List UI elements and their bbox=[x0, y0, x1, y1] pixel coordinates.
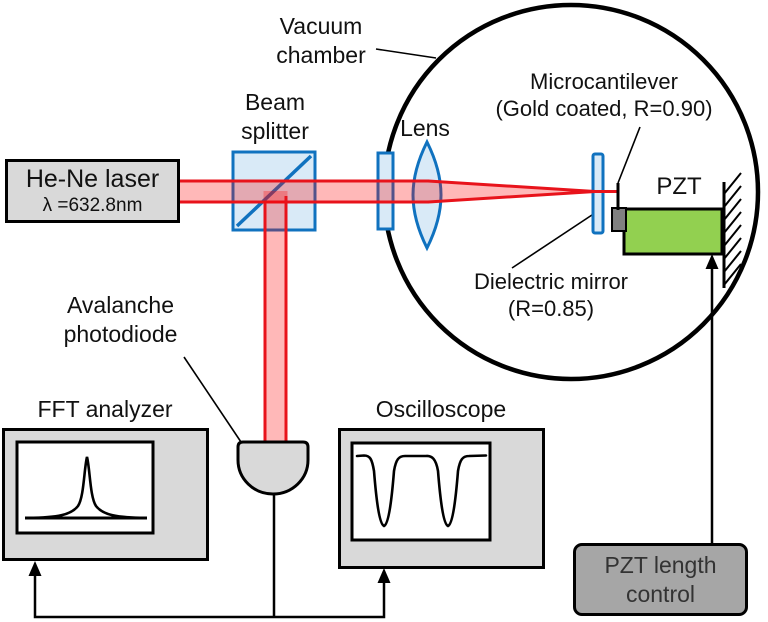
pzt-actuator bbox=[622, 207, 724, 256]
laser-beam-converging bbox=[428, 179, 595, 204]
microcantilever-pointer-line bbox=[617, 126, 641, 184]
beam-splitter-diagonal bbox=[235, 154, 313, 228]
oscilloscope-screen bbox=[350, 441, 492, 542]
pzt-length-control-box: PZT length control bbox=[573, 543, 748, 616]
laser-beam-horizontal bbox=[180, 179, 428, 204]
beam-converge-top bbox=[427, 179, 596, 193]
pzt-length-control-label: PZT length control bbox=[604, 551, 717, 607]
oscilloscope-label: Oscilloscope bbox=[375, 396, 507, 422]
avalanche-photodiode-label: Avalanche photodiode bbox=[63, 292, 178, 347]
vacuum-chamber-label: Vacuum chamber bbox=[276, 13, 366, 68]
fft-analyzer-label: FFT analyzer bbox=[37, 396, 173, 422]
dielectric-mirror-label: Dielectric mirror (R=0.85) bbox=[474, 269, 628, 322]
beam-converge-bottom bbox=[427, 190, 596, 204]
cantilever-holder bbox=[611, 207, 627, 232]
laser-name-label: He-Ne laser bbox=[25, 165, 160, 193]
dielectric-mirror-pointer-line bbox=[511, 208, 602, 269]
fft-arrowhead bbox=[28, 561, 42, 576]
pzt-label: PZT bbox=[656, 173, 702, 200]
dielectric-mirror-shape bbox=[591, 152, 605, 235]
chamber-window bbox=[376, 151, 395, 231]
pzt-arrowhead bbox=[705, 254, 719, 269]
photodiode-shape bbox=[236, 440, 310, 496]
microcantilever-label: Microcantilever (Gold coated, R=0.90) bbox=[495, 69, 713, 122]
fft-trace bbox=[26, 456, 147, 520]
vacuum-chamber-pointer-line bbox=[375, 48, 437, 59]
wall-hatching bbox=[723, 172, 742, 286]
beam-splitter-label: Beam splitter bbox=[241, 89, 309, 144]
signal-wire bbox=[33, 575, 386, 619]
laser-beam-vertical bbox=[263, 191, 288, 442]
laser-wavelength-label: λ =632.8nm bbox=[42, 195, 143, 216]
oscilloscope-arrowhead bbox=[377, 568, 391, 583]
photodiode-pointer-line bbox=[183, 356, 242, 443]
lens-label: Lens bbox=[400, 115, 450, 141]
oscilloscope-trace bbox=[355, 454, 488, 528]
laser-box: He-Ne laser λ =632.8nm bbox=[5, 159, 180, 223]
